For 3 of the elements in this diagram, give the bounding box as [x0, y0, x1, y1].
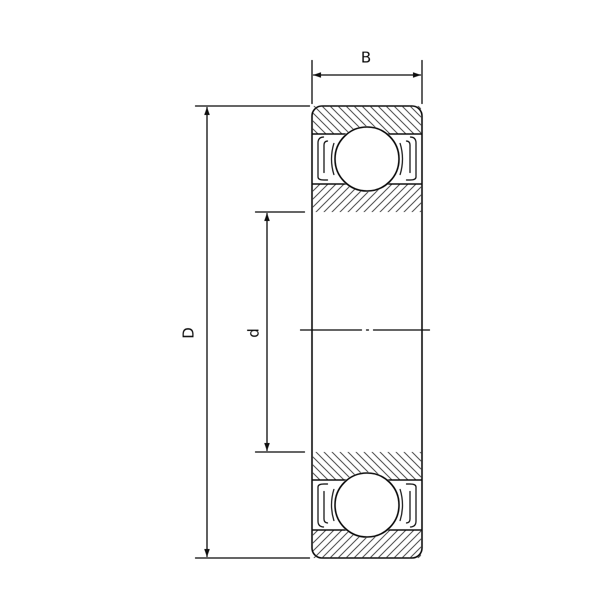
dimension-label: d	[246, 328, 262, 338]
dimension-label: D	[182, 327, 196, 339]
dimension-label: B	[360, 50, 372, 66]
